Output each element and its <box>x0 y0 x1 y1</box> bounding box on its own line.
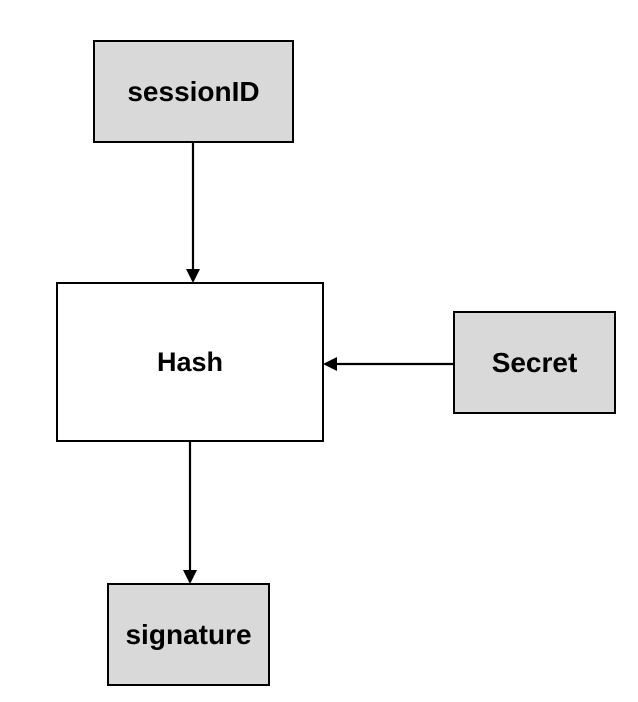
secret-node: Secret <box>453 311 616 414</box>
hash-label: Hash <box>156 346 224 377</box>
secret-label: Secret <box>491 346 578 378</box>
signature-node: signature <box>107 583 270 686</box>
session-id-label: sessionID <box>127 75 260 107</box>
signature-label: signature <box>125 618 252 650</box>
hash-node: Hash <box>56 282 324 442</box>
session-id-node: sessionID <box>93 40 294 143</box>
